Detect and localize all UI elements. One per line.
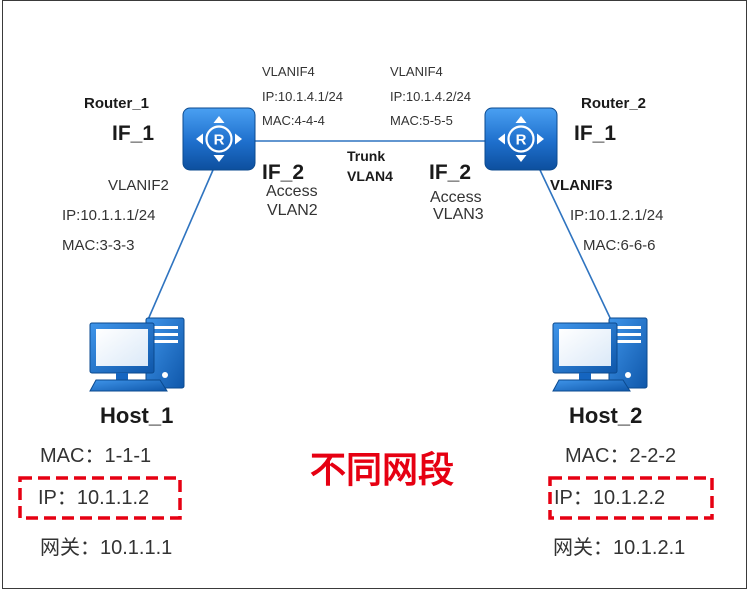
arrow-right-icon bbox=[537, 133, 544, 145]
router-2-downlink-ip: IP:10.1.2.1/24 bbox=[570, 207, 664, 224]
router-ring bbox=[205, 125, 233, 153]
host-1-mac: MAC：1-1-1 bbox=[40, 445, 152, 467]
router-2-if1-label: IF_1 bbox=[574, 122, 617, 145]
router-1-downlink-vlanif: VLANIF2 bbox=[108, 177, 169, 194]
pc-icon bbox=[552, 317, 648, 392]
pc-icon bbox=[89, 317, 185, 392]
pc-keyboard bbox=[89, 379, 168, 392]
router-1-if1-label: IF_1 bbox=[112, 122, 155, 145]
arrow-left-icon bbox=[196, 133, 203, 145]
router-letter: R bbox=[214, 132, 225, 149]
router-1-name: Router_1 bbox=[84, 95, 150, 112]
monitor-stand bbox=[579, 373, 591, 380]
router-icon: R bbox=[182, 107, 256, 171]
monitor-stand bbox=[116, 373, 128, 380]
router-1-uplink-ip: IP:10.1.4.1/24 bbox=[262, 89, 343, 104]
router-2-if2-label: IF_2 bbox=[429, 161, 472, 184]
arrow-up-icon bbox=[515, 116, 527, 123]
router-2-access-mode: Access bbox=[430, 189, 482, 206]
router-2-name: Router_2 bbox=[581, 95, 647, 112]
pc-keyboard bbox=[552, 379, 631, 392]
drive-slot bbox=[152, 340, 178, 343]
power-button bbox=[162, 372, 168, 378]
trunk-label: Trunk bbox=[347, 148, 386, 164]
router-2-host-2-link bbox=[539, 169, 613, 323]
router-body bbox=[484, 107, 558, 171]
router-1-uplink-vlanif: VLANIF4 bbox=[262, 64, 315, 79]
router-1-uplink-mac: MAC:4-4-4 bbox=[262, 113, 325, 128]
power-button bbox=[625, 372, 631, 378]
router-body bbox=[182, 107, 256, 171]
router-2-uplink-vlanif: VLANIF4 bbox=[390, 64, 443, 79]
router-1-access-vlan: VLAN2 bbox=[267, 202, 318, 219]
host-1-ip-highlight bbox=[18, 476, 182, 520]
router-1-host-1-link bbox=[146, 169, 214, 323]
host-1-gateway: 网关：10.1.1.1 bbox=[40, 537, 173, 559]
router-2-downlink-mac: MAC:6-6-6 bbox=[583, 237, 656, 254]
different-subnet-note: 不同网段 bbox=[310, 449, 455, 490]
arrow-left-icon bbox=[498, 133, 505, 145]
arrow-down-icon bbox=[515, 155, 527, 162]
router-1-downlink-ip: IP:10.1.1.1/24 bbox=[62, 207, 156, 224]
drive-slot bbox=[615, 333, 641, 336]
host-2-ip: IP：10.1.2.2 bbox=[554, 487, 666, 509]
pc-screen bbox=[559, 329, 611, 366]
router-1-downlink-mac: MAC:3-3-3 bbox=[62, 237, 135, 254]
drive-slot bbox=[615, 340, 641, 343]
host-2-mac: MAC：2-2-2 bbox=[565, 445, 677, 467]
arrow-right-icon bbox=[235, 133, 242, 145]
host-1-ip: IP：10.1.1.2 bbox=[38, 487, 150, 509]
router-2-uplink-ip: IP:10.1.4.2/24 bbox=[390, 89, 471, 104]
trunk-vlan: VLAN4 bbox=[347, 168, 393, 184]
router-1-access-mode: Access bbox=[266, 183, 318, 200]
arrow-down-icon bbox=[213, 155, 225, 162]
router-icon: R bbox=[484, 107, 558, 171]
pc-screen bbox=[96, 329, 148, 366]
router-ring bbox=[507, 125, 535, 153]
host-1-name: Host_1 bbox=[100, 403, 174, 428]
host-2-ip-highlight bbox=[548, 476, 714, 520]
router-2-downlink-vlanif: VLANIF3 bbox=[550, 177, 613, 194]
router-1-if2-label: IF_2 bbox=[262, 161, 305, 184]
host-2-name: Host_2 bbox=[569, 403, 643, 428]
drive-slot bbox=[615, 326, 641, 329]
host-2-gateway: 网关：10.1.2.1 bbox=[553, 537, 686, 559]
drive-slot bbox=[152, 326, 178, 329]
router-2-access-vlan: VLAN3 bbox=[433, 206, 484, 223]
drive-slot bbox=[152, 333, 178, 336]
arrow-up-icon bbox=[213, 116, 225, 123]
router-letter: R bbox=[516, 132, 527, 149]
router-2-uplink-mac: MAC:5-5-5 bbox=[390, 113, 453, 128]
